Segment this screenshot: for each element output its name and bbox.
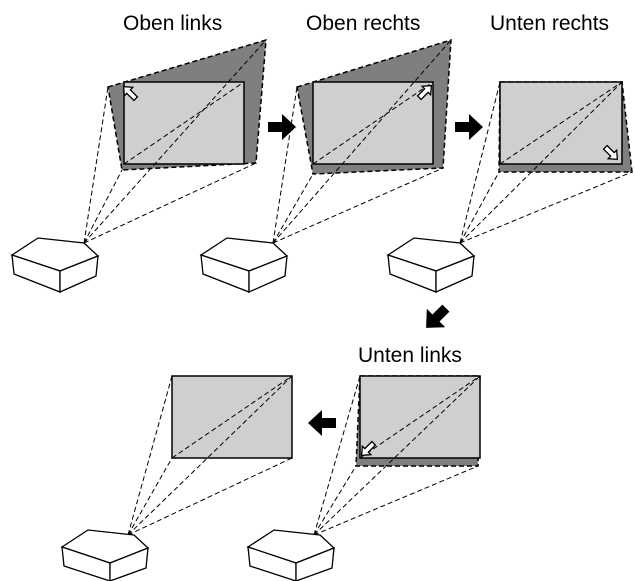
label-bottom-left: Unten links xyxy=(358,344,462,367)
projector-icon xyxy=(199,237,289,294)
panel-top-left: Oben links xyxy=(10,12,267,294)
label-top-left: Oben links xyxy=(123,12,222,35)
screen-diagonal xyxy=(312,81,434,165)
beam-lines xyxy=(459,81,633,244)
cursor-arrow-icon xyxy=(122,85,139,102)
cursor-arrow-icon xyxy=(602,144,619,161)
projector-icon xyxy=(10,237,100,294)
screen-diagonal xyxy=(499,81,623,165)
beam-lines xyxy=(127,375,293,536)
beam-lines xyxy=(83,39,267,244)
panel-result xyxy=(60,375,293,581)
label-top-right: Oben rechts xyxy=(306,12,420,35)
step-arrow-icon xyxy=(268,114,296,140)
label-bottom-right: Unten rechts xyxy=(490,12,609,35)
cursor-arrow-icon xyxy=(416,84,433,101)
beam-lines xyxy=(313,375,481,536)
screen-diagonal xyxy=(123,81,245,165)
step-arrow-icon xyxy=(426,304,450,328)
beam-lines xyxy=(272,39,452,244)
cursor-arrow-icon xyxy=(360,440,377,457)
screen-diagonal xyxy=(171,375,293,459)
projector-icon xyxy=(60,529,150,581)
step-arrow-icon xyxy=(455,114,483,140)
projector-icon xyxy=(246,529,336,581)
panel-bottom-right: Unten rechts xyxy=(386,12,633,294)
screen-diagonal xyxy=(359,375,481,459)
panel-top-right: Oben rechts xyxy=(199,12,452,294)
projector-icon xyxy=(386,237,476,294)
step-arrow-icon xyxy=(308,410,336,436)
panel-bottom-left: Unten links xyxy=(246,344,481,581)
